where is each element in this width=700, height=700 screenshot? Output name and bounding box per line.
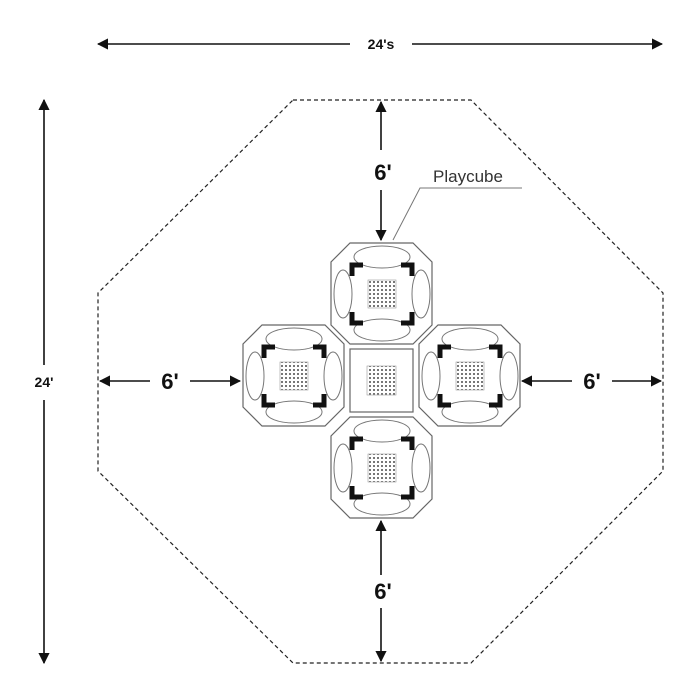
callout-label: Playcube: [433, 167, 503, 186]
clearance-left-dimension: 6': [98, 369, 242, 394]
clearance-top-label: 6': [374, 160, 391, 185]
playcube-center: [349, 348, 414, 413]
playcube-bottom: [330, 416, 433, 519]
overall-width-dimension: 24's: [96, 36, 664, 52]
overall-width-label: 24's: [368, 36, 395, 52]
playcube-cluster: [242, 242, 521, 519]
overall-height-dimension: 24': [35, 98, 54, 665]
clearance-right-label: 6': [583, 369, 600, 394]
clearance-left-label: 6': [161, 369, 178, 394]
clearance-top-dimension: 6': [374, 100, 392, 242]
playcube-left: [242, 324, 345, 427]
clearance-bottom-label: 6': [374, 579, 391, 604]
playcube-right: [418, 324, 521, 427]
clearance-bottom-dimension: 6': [374, 519, 392, 663]
playcube-callout: Playcube: [392, 167, 522, 241]
overall-height-label: 24': [35, 374, 54, 390]
clearance-right-dimension: 6': [520, 369, 663, 394]
playcube-top: [330, 242, 433, 345]
use-zone-octagon: [97, 99, 664, 664]
